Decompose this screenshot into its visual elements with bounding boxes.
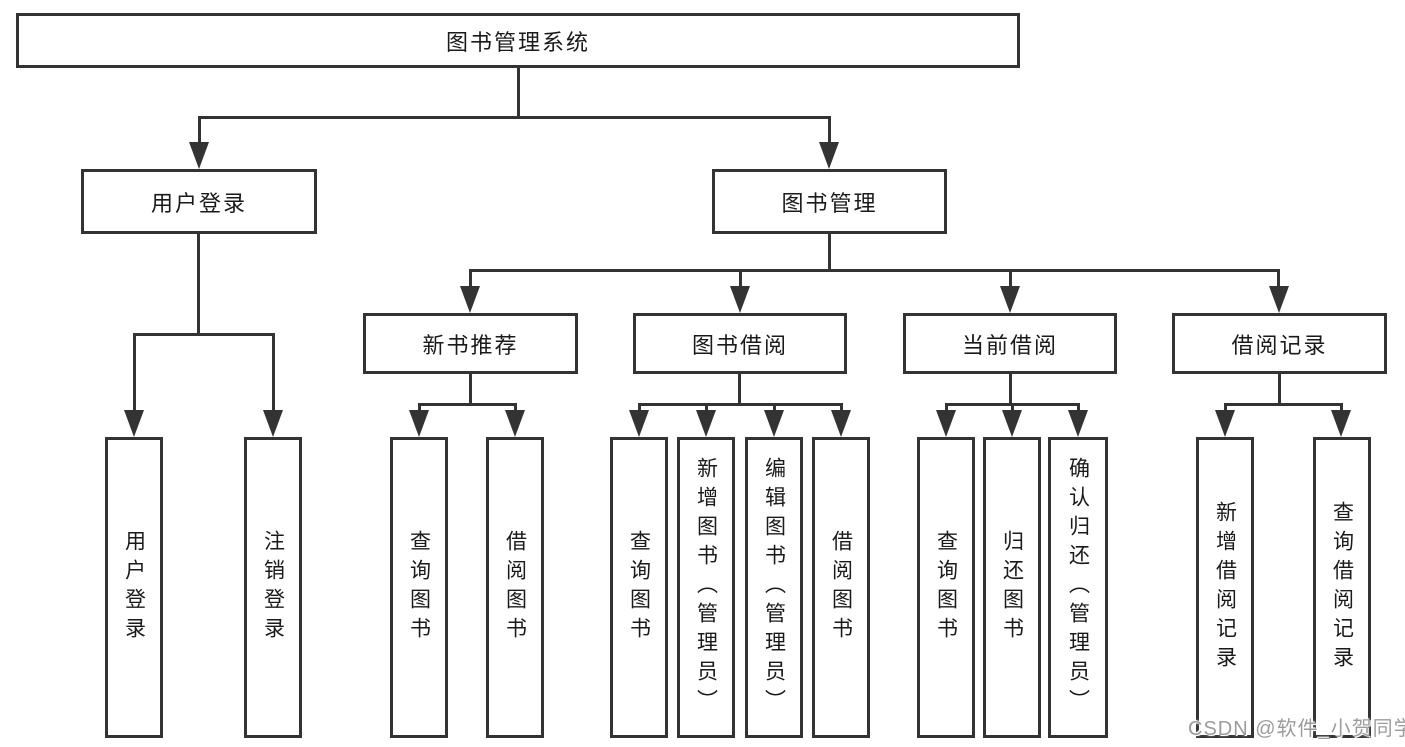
arrow-down-icon <box>696 410 716 437</box>
leaf-query-borrow-record: 查询借阅记录 <box>1313 437 1371 738</box>
connector-line <box>738 374 741 405</box>
leaf-add-borrow-record: 新增借阅记录 <box>1196 437 1254 738</box>
leaf-label: 借阅图书 <box>503 529 527 646</box>
node-new-book-recommendation: 新书推荐 <box>363 313 578 374</box>
arrow-down-icon <box>124 410 144 437</box>
connector-line <box>514 403 517 412</box>
leaf-label: 归还图书 <box>1000 529 1024 646</box>
connector-line <box>945 403 948 412</box>
connector-line <box>469 269 1280 272</box>
connector-line <box>469 374 472 405</box>
connector-line <box>739 269 742 288</box>
connector-line <box>197 234 200 335</box>
leaf-query-books-borrowing: 查询图书 <box>610 437 668 738</box>
leaf-borrow-books-borrowing: 借阅图书 <box>812 437 870 738</box>
node-borrowing-records: 借阅记录 <box>1172 313 1387 374</box>
connector-line <box>1277 269 1280 288</box>
connector-line <box>133 333 136 410</box>
arrow-down-icon <box>730 286 750 313</box>
connector-line <box>1009 269 1012 288</box>
connector-line <box>272 333 275 410</box>
leaf-confirm-return-admin: 确认归还（管理员） <box>1048 437 1108 738</box>
leaf-borrow-books-recommend: 借阅图书 <box>486 437 544 738</box>
connector-line <box>1224 403 1343 406</box>
arrow-down-icon <box>819 142 839 169</box>
leaf-label: 查询图书 <box>407 529 431 646</box>
arrow-down-icon <box>629 410 649 437</box>
arrow-down-icon <box>189 142 209 169</box>
arrow-down-icon <box>936 410 956 437</box>
connector-line <box>828 234 831 272</box>
leaf-return-books: 归还图书 <box>983 437 1041 738</box>
connector-line <box>198 116 830 119</box>
leaf-label: 新增借阅记录 <box>1213 500 1237 675</box>
connector-line <box>1224 403 1227 412</box>
connector-line <box>828 116 831 144</box>
arrow-down-icon <box>1002 410 1022 437</box>
leaf-label: 查询图书 <box>627 529 651 646</box>
connector-line <box>1009 374 1012 405</box>
watermark: CSDN @软件_小贺同学 <box>1188 718 1405 740</box>
connector-line <box>1077 403 1080 412</box>
leaf-edit-book-admin: 编辑图书（管理员） <box>745 437 803 738</box>
arrow-down-icon <box>1331 410 1351 437</box>
arrow-down-icon <box>1215 410 1235 437</box>
leaf-label: 确认归还（管理员） <box>1066 457 1090 718</box>
leaf-add-book-admin: 新增图书（管理员） <box>677 437 735 738</box>
connector-line <box>198 116 201 144</box>
arrow-down-icon <box>263 410 283 437</box>
node-book-management: 图书管理 <box>712 169 947 234</box>
leaf-label: 借阅图书 <box>829 529 853 646</box>
node-library-management-system: 图书管理系统 <box>16 13 1020 68</box>
connector-line <box>840 403 843 412</box>
leaf-query-books-recommend: 查询图书 <box>390 437 448 738</box>
connector-line <box>133 333 275 336</box>
leaf-label: 用户登录 <box>122 529 146 646</box>
leaf-label: 查询借阅记录 <box>1330 500 1354 675</box>
arrow-down-icon <box>460 286 480 313</box>
connector-line <box>1340 403 1343 412</box>
arrow-down-icon <box>505 410 525 437</box>
connector-line <box>638 403 843 406</box>
node-current-borrowing: 当前借阅 <box>903 313 1117 374</box>
connector-line <box>638 403 641 412</box>
leaf-label: 编辑图书（管理员） <box>762 457 786 718</box>
leaf-label: 新增图书（管理员） <box>694 457 718 718</box>
leaf-label: 查询图书 <box>934 529 958 646</box>
connector-line <box>773 403 776 412</box>
connector-line <box>705 403 708 412</box>
node-user-login: 用户登录 <box>81 169 317 234</box>
arrow-down-icon <box>1068 410 1088 437</box>
arrow-down-icon <box>1000 286 1020 313</box>
connector-line <box>469 269 472 288</box>
connector-line <box>418 403 421 412</box>
leaf-logout: 注销登录 <box>244 437 302 738</box>
arrow-down-icon <box>1269 286 1289 313</box>
node-book-borrowing: 图书借阅 <box>633 313 847 374</box>
connector-line <box>418 403 517 406</box>
leaf-user-login: 用户登录 <box>105 437 163 738</box>
leaf-query-books-current: 查询图书 <box>917 437 975 738</box>
arrow-down-icon <box>764 410 784 437</box>
connector-line <box>1011 403 1014 412</box>
connector-line <box>517 68 520 118</box>
connector-line <box>1278 374 1281 405</box>
leaf-label: 注销登录 <box>261 529 285 646</box>
arrow-down-icon <box>409 410 429 437</box>
arrow-down-icon <box>831 410 851 437</box>
